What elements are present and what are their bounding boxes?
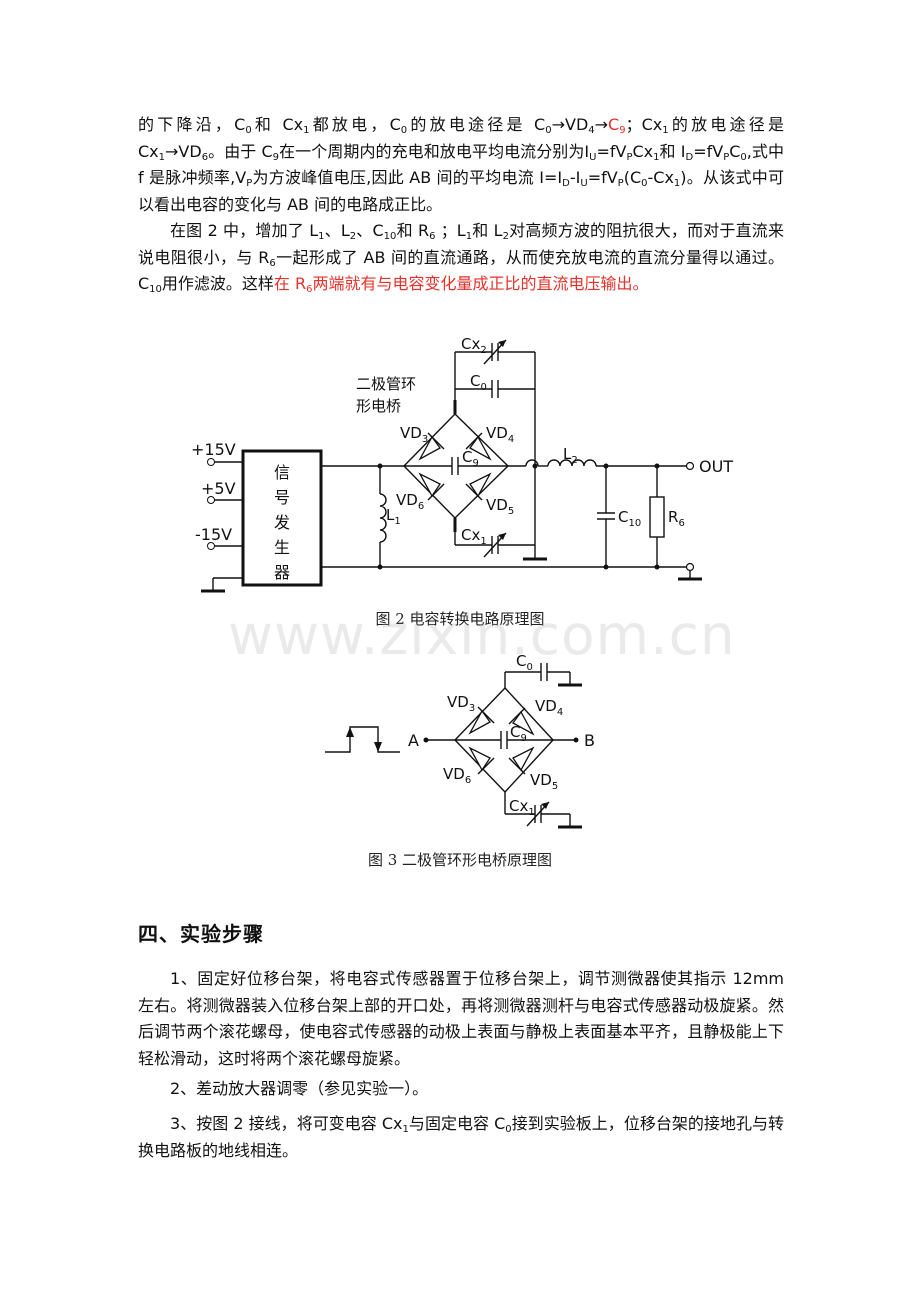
- label-r6: R6: [668, 508, 685, 529]
- paragraph-figure2-explanation: 在图 2 中，增加了 L1、L2、C10和 R6 ；L1和 L2对高频方波的阻抗…: [138, 221, 784, 295]
- label-gen-2: 号: [274, 488, 290, 507]
- fig3-label-vd6: VD6: [443, 765, 471, 786]
- resistor-r6: [649, 463, 665, 570]
- label-gen-5: 器: [274, 563, 290, 582]
- fig3-label-b: B: [584, 731, 595, 750]
- figure3-caption: 图 3 二极管环形电桥原理图: [367, 851, 553, 869]
- label-vd6: VD6: [396, 491, 424, 512]
- inductor-l2: [508, 459, 690, 467]
- figure3-bridge-diagram: [325, 663, 582, 829]
- capacitor-cx2: [454, 339, 535, 400]
- fig3-label-vd4: VD4: [535, 697, 563, 718]
- paragraph-discharge-path: 的下降沿，C0和 Cx1都放电，C0的放电途径是 C0→VD4→C9；Cx1的放…: [138, 115, 784, 214]
- supply-terminals: [201, 458, 243, 593]
- signal-generator-block: [241, 449, 323, 587]
- capacitor-cx1: [454, 532, 535, 558]
- label-vd3: VD3: [400, 424, 428, 445]
- label-bridge-line2: 形电桥: [356, 397, 401, 415]
- figure2-caption: 图 2 电容转换电路原理图: [375, 610, 545, 628]
- label-out: OUT: [699, 457, 733, 476]
- fig3-label-c0: C0: [516, 652, 533, 673]
- label-gen-4: 生: [274, 538, 290, 557]
- label-l1: L1: [386, 506, 401, 527]
- fig3-label-cx1: Cx1: [509, 797, 535, 818]
- fig3-label-c9: C9: [510, 723, 527, 744]
- label-l2: L2: [563, 445, 578, 466]
- label-vd4: VD4: [486, 424, 514, 445]
- paragraph-step-1: 1、固定好位移台架，将电容式传感器置于位移台架上，调节测微器使其指示 12mm …: [138, 969, 784, 1068]
- label-c10: C10: [618, 508, 641, 529]
- fig3-label-vd5: VD5: [530, 771, 558, 792]
- label-minus15v: -15V: [195, 525, 232, 544]
- label-cx2: Cx2: [461, 335, 487, 356]
- label-cx1: Cx1: [461, 526, 487, 547]
- paragraph-step-2: 2、差动放大器调零（参见实验一）。: [170, 1079, 429, 1098]
- paragraph-step-3: 3、按图 2 接线，将可变电容 Cx1与固定电容 C0接到实验板上，位移台架的接…: [138, 1114, 784, 1160]
- diode-bridge: [403, 400, 509, 532]
- fig3-label-vd3: VD3: [447, 693, 475, 714]
- inductor-l1: [379, 466, 387, 567]
- fig3-label-a: A: [408, 731, 419, 750]
- capacitor-c10: [597, 463, 615, 570]
- label-c0: C0: [470, 372, 487, 393]
- label-c9: C9: [462, 448, 479, 469]
- capacitor-c0: [455, 380, 535, 398]
- label-gen-3: 发: [274, 513, 290, 532]
- label-plus5v: +5V: [201, 479, 236, 498]
- label-gen-1: 信: [274, 463, 290, 482]
- label-vd5: VD5: [486, 496, 514, 517]
- label-plus15v: +15V: [191, 440, 236, 459]
- section-heading: 四、实验步骤: [138, 922, 264, 946]
- label-bridge-line1: 二极管环: [356, 375, 416, 393]
